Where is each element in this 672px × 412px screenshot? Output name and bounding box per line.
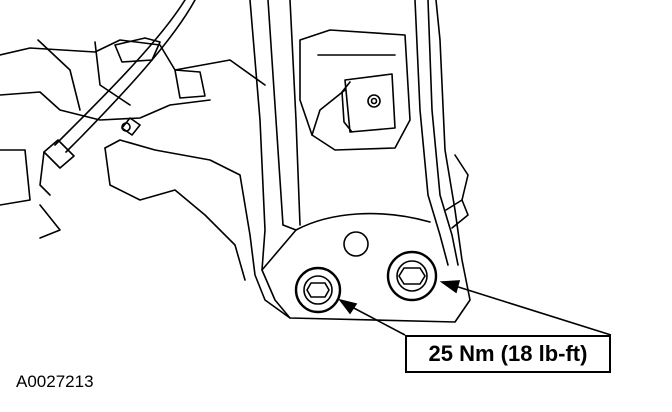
main-bracket bbox=[249, 0, 471, 323]
mounting-bolt-left bbox=[294, 266, 342, 314]
figure-id-label: A0027213 bbox=[16, 372, 94, 391]
background-component bbox=[0, 37, 291, 319]
bracket-nut bbox=[367, 94, 381, 108]
cable bbox=[39, 0, 196, 196]
mounting-bolt-right bbox=[386, 250, 438, 302]
torque-spec-label: 25 Nm (18 lb-ft) bbox=[428, 341, 588, 366]
torque-callout: 25 Nm (18 lb-ft) bbox=[405, 335, 611, 373]
callout-leader-lines bbox=[337, 280, 612, 336]
